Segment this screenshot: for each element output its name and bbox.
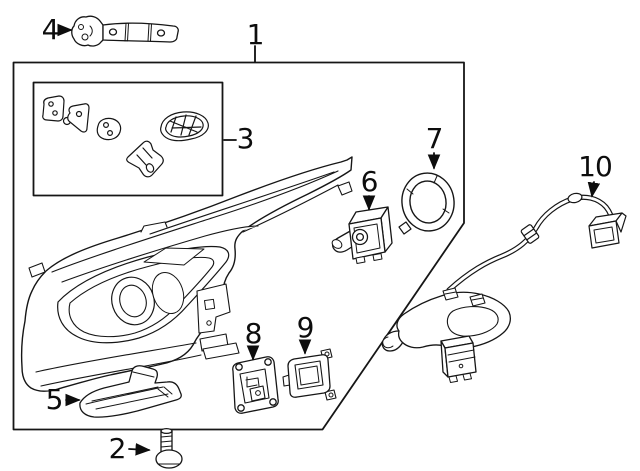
- callout-label-3: 3: [236, 122, 255, 155]
- part-9-module: [282, 348, 337, 401]
- part-2-bolt: [155, 427, 183, 469]
- part-4-upper-bracket: [71, 15, 179, 47]
- callout-label-2: 2: [108, 432, 127, 465]
- callout-label-4: 4: [41, 13, 60, 46]
- part-1-headlamp: [20, 156, 353, 392]
- callout-label-9: 9: [296, 311, 315, 344]
- callout-leaders: [57, 23, 601, 456]
- part-3-clip-kit: [42, 95, 209, 178]
- callout-label-1: 1: [246, 18, 265, 51]
- callout-label-5: 5: [45, 383, 64, 416]
- callout-label-7: 7: [425, 122, 444, 155]
- part-10-wiring-harness: [381, 192, 627, 383]
- part-7-retaining-ring: [398, 172, 455, 235]
- part-8-module: [232, 356, 279, 414]
- callout-label-8: 8: [244, 317, 263, 350]
- callout-label-10: 10: [578, 150, 613, 183]
- callout-label-6: 6: [360, 165, 379, 198]
- part-5-trim-bracket: [79, 365, 182, 418]
- part-6-bulb-socket: [331, 206, 393, 264]
